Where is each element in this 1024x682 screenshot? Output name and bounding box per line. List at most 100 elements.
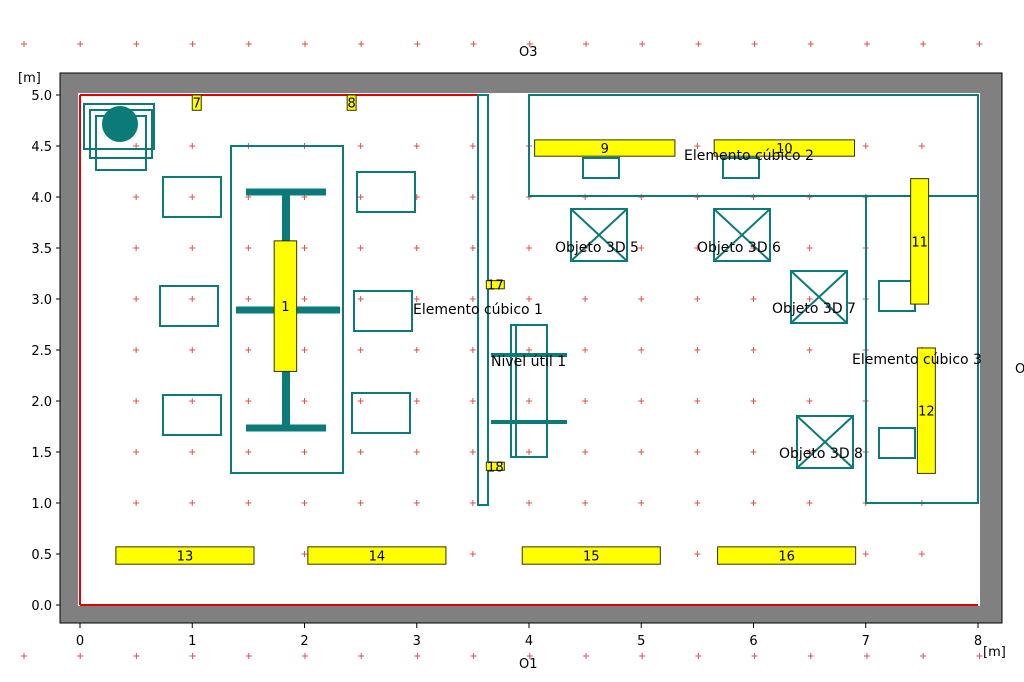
marker-17[interactable]: 17 [485, 279, 505, 294]
grid-cross [582, 296, 589, 302]
marker-9[interactable]: 9 [534, 139, 676, 157]
chair-left-3[interactable] [162, 394, 222, 436]
grid-cross [133, 296, 140, 302]
y-axis-ticks: 0.00.51.01.52.02.53.03.54.04.55.0 [31, 89, 60, 614]
chair-left-1[interactable] [162, 176, 222, 218]
grid-cross [862, 143, 869, 149]
marker-14[interactable]: 14 [307, 546, 447, 565]
marker-7[interactable]: 7 [191, 94, 202, 112]
grid-cross [694, 347, 701, 353]
grid-cross [245, 245, 252, 251]
grid-cross [77, 41, 84, 47]
grid-cross [750, 500, 757, 506]
label-obj8: Objeto 3D 8 [779, 446, 863, 462]
grid-cross [638, 296, 645, 302]
marker-label: 16 [778, 550, 795, 565]
grid-cross [301, 347, 308, 353]
grid-cross [357, 296, 364, 302]
marker-label: 10 [776, 142, 793, 157]
chair-right-2[interactable] [353, 290, 413, 332]
label-cube3: Elemento cúbico 3 [852, 352, 982, 368]
y-tick-label: 4.0 [31, 191, 52, 206]
grid-cross [694, 551, 701, 557]
grid-cross [469, 143, 476, 149]
marker-15[interactable]: 15 [521, 546, 661, 565]
chair-right-1[interactable] [356, 171, 416, 213]
grid-cross [976, 653, 983, 659]
grid-cross [976, 41, 983, 47]
grid-cross [583, 653, 589, 659]
marker-18[interactable]: 18 [485, 460, 505, 475]
object-3d-7-shape[interactable] [790, 270, 848, 324]
grid-cross [245, 296, 252, 302]
marker-label: 9 [601, 142, 609, 157]
grid-cross [582, 347, 589, 353]
divider-wall[interactable] [477, 94, 489, 506]
grid-cross [526, 347, 532, 353]
grid-cross [694, 398, 701, 404]
y-axis-unit: [m] [18, 71, 41, 86]
x-axis-unit: [m] [983, 645, 1006, 660]
marker-13[interactable]: 13 [115, 546, 255, 565]
observer-o[interactable]: O [1015, 362, 1024, 377]
grid-cross [694, 500, 701, 506]
marker-10[interactable]: 10 [713, 139, 856, 157]
nivel-util-shape[interactable] [491, 324, 567, 458]
small-unit-10[interactable] [722, 157, 760, 179]
device-lower-right[interactable] [878, 427, 916, 459]
grid-cross [469, 296, 476, 302]
grid-cross [189, 500, 196, 506]
grid-cross [526, 500, 532, 506]
marker-label: 15 [583, 550, 600, 565]
observer-o3[interactable]: O3 [519, 45, 538, 60]
grid-cross [357, 398, 364, 404]
grid-cross [245, 449, 252, 455]
object-3d-6-shape[interactable] [713, 208, 771, 262]
grid-cross [806, 245, 813, 251]
y-tick-label: 1.0 [31, 497, 52, 512]
object-3d-8-shape[interactable] [796, 415, 854, 469]
grid-cross [357, 347, 364, 353]
grid-cross [750, 347, 757, 353]
observer-o1[interactable]: O1 [519, 657, 538, 672]
x-tick-label: 0 [76, 634, 84, 649]
grid-cross [526, 245, 532, 251]
marker-label: 18 [487, 460, 504, 475]
cube2-region[interactable] [528, 94, 979, 197]
y-tick-label: 1.5 [31, 446, 52, 461]
label-obj7: Objeto 3D 7 [772, 301, 856, 317]
grid-cross [582, 398, 589, 404]
marker-label: 14 [369, 550, 386, 565]
marker-label: 12 [918, 405, 935, 420]
label-cube2: Elemento cúbico 2 [684, 148, 814, 164]
x-tick-label: 6 [749, 634, 757, 649]
chair-left-2[interactable] [159, 285, 219, 327]
grid-cross [189, 449, 196, 455]
grid-cross [582, 500, 589, 506]
grid-cross [413, 143, 420, 149]
machine-top-left[interactable] [83, 103, 155, 171]
grid-cross [189, 653, 196, 659]
grid-cross [807, 41, 814, 47]
grid-cross [470, 653, 477, 659]
marker-16[interactable]: 16 [717, 546, 857, 565]
grid-cross [302, 41, 308, 47]
marker-11[interactable]: 11 [910, 178, 930, 305]
marker-1[interactable]: 1 [273, 240, 298, 372]
grid-cross [526, 41, 533, 47]
chair-right-3[interactable] [351, 392, 411, 434]
marker-12[interactable]: 12 [916, 347, 936, 474]
grid-cross [751, 653, 758, 659]
grid-cross [469, 347, 476, 353]
grid-cross [694, 449, 701, 455]
grid-cross [864, 653, 870, 659]
grid-cross [806, 449, 813, 455]
grid-cross [806, 296, 813, 302]
marker-8[interactable]: 8 [346, 94, 357, 112]
small-unit-9[interactable] [582, 157, 620, 179]
y-tick-label: 4.5 [31, 140, 52, 155]
object-3d-5-shape[interactable] [570, 208, 628, 262]
grid-cross [639, 41, 646, 47]
